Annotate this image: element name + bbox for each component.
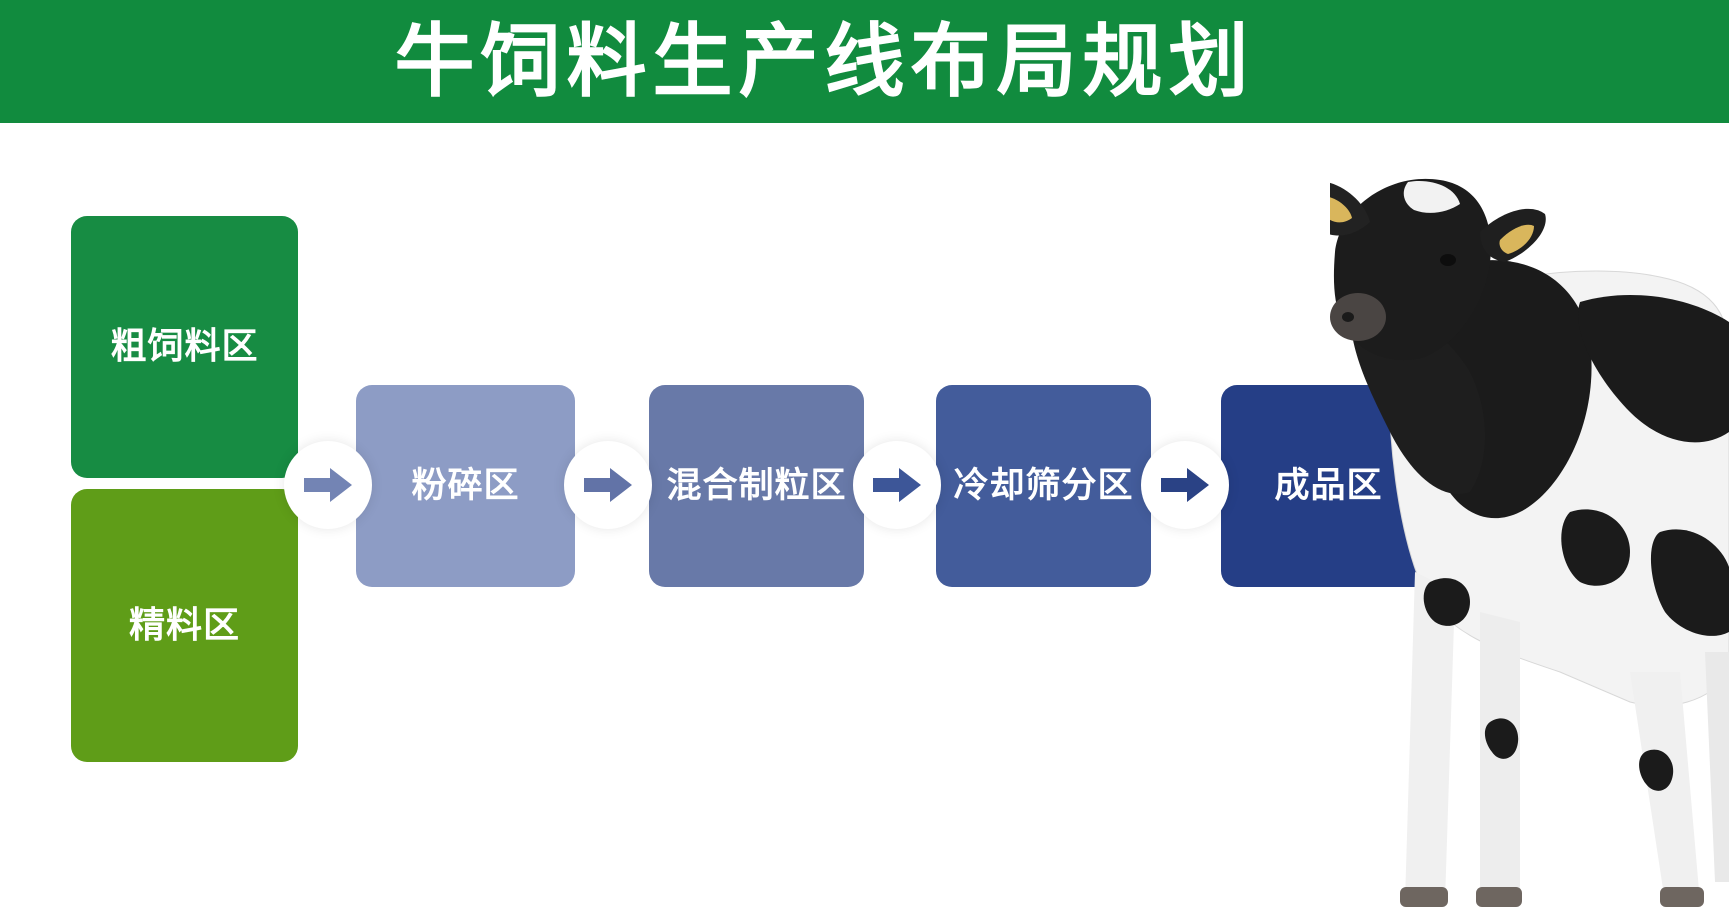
arrow-right-icon [1161,468,1209,502]
stage-box-crushing: 粉碎区 [356,385,575,587]
stage-label-finished-product: 成品区 [1274,465,1383,506]
stage-label-cooling-screening: 冷却筛分区 [953,465,1134,506]
title-banner: 牛饲料生产线布局规划 [0,0,1729,123]
stage-box-cooling-screening: 冷却筛分区 [936,385,1151,587]
flow-connector-2 [564,441,652,529]
stage-box-mixing-pelleting: 混合制粒区 [649,385,864,587]
stage-label-crushing: 粉碎区 [411,465,520,506]
arrow-right-icon [873,468,921,502]
stage-label-mixing-pelleting: 混合制粒区 [666,465,847,506]
arrow-right-icon [584,468,632,502]
arrow-right-icon [304,468,352,502]
flow-connector-1 [284,441,372,529]
source-label-concentrate: 精料区 [128,604,240,646]
source-box-concentrate: 精料区 [71,489,298,762]
page-title: 牛饲料生产线布局规划 [394,14,1255,108]
holstein-cow-illustration [1330,178,1729,907]
flow-connector-3 [853,441,941,529]
flow-connector-4 [1141,441,1229,529]
source-box-roughage: 粗饲料区 [71,216,298,478]
source-label-roughage: 粗饲料区 [110,326,259,367]
